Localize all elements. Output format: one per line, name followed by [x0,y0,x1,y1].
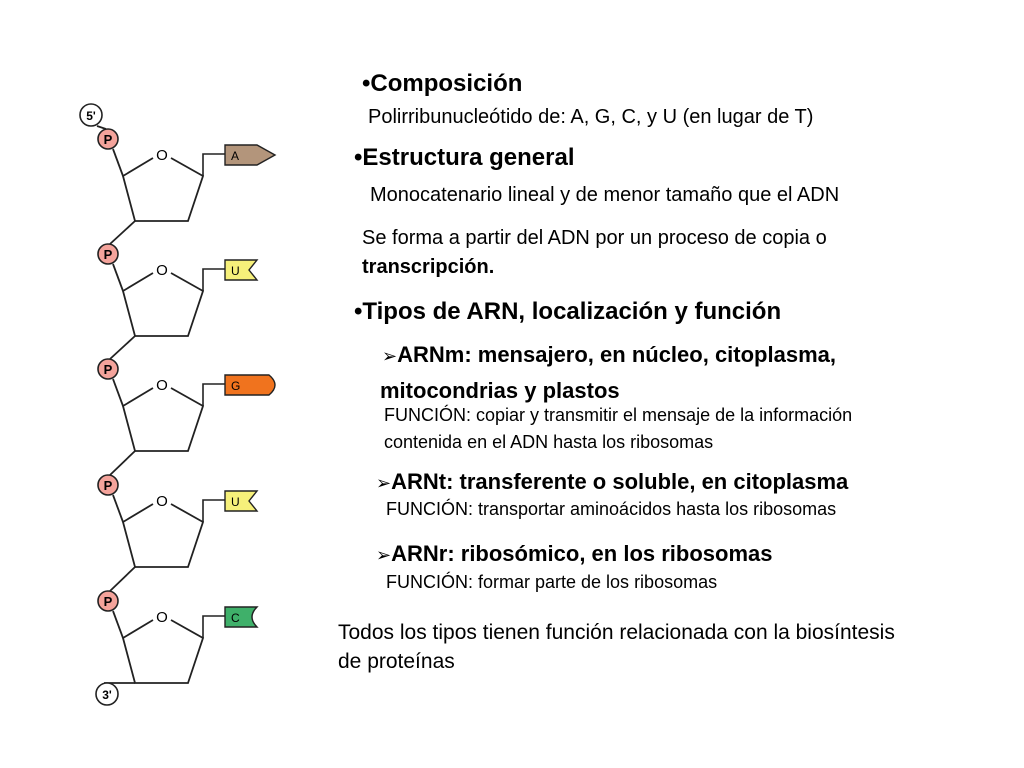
phosphate-bond [112,494,124,523]
phosphate-bond [112,263,124,292]
base-bond [202,153,225,176]
base-label: U [231,264,240,278]
arnm-title-line-1: ARNm: mensajero, en núcleo, citoplasma, [397,342,836,367]
phosphate-label: P [104,594,113,609]
nucleotide-unit: O P C [97,590,259,684]
estructura-heading: •Estructura general [354,144,574,172]
phosphate-circle [97,590,119,612]
phosphate-label: P [104,132,113,147]
nucleotide-unit: O P U [97,474,259,592]
base-label: G [231,379,240,393]
base-label: A [231,149,239,163]
tipos-title: Tipos de ARN, localización y función [362,298,782,325]
phosphate-bond [112,610,124,639]
tipos-heading: •Tipos de ARN, localización y función [354,298,781,326]
arrow-icon: ➢ [376,545,392,565]
arnt-title: ➢ARNt: transferente o soluble, en citopl… [376,469,848,495]
conclusion-line-1: Todos los tipos tienen función relaciona… [338,621,895,644]
sugar-ring [121,503,205,568]
nucleotide-unit: O P U [97,243,259,360]
base-shape [224,606,259,628]
arnr-func: FUNCIÓN: formar parte de los ribosomas [386,572,718,592]
three-prime-end: 3' [95,682,119,706]
arnm-title: ➢ARNm: mensajero, en núcleo, citoplasma, [382,342,836,368]
phosphate-label: P [104,247,113,262]
nucleotide-unit: O P G [97,358,276,476]
phosphate-circle [97,474,119,496]
base-bond [202,615,225,638]
sugar-ring [121,157,205,222]
composicion-heading: •Composición [362,70,522,98]
arnm-title-line-2: mitocondrias y plastos [380,378,620,403]
backbone-bond [109,450,136,476]
bullet: • [354,144,363,171]
phosphate-circle [97,243,119,265]
arnt-title-text: ARNt: transferente o soluble, en citopla… [391,469,849,494]
ring-oxygen-label: O [156,609,168,626]
five-prime-end: 5' [79,103,103,127]
base-shape [224,144,277,166]
estructura-line-1: Monocatenario lineal y de menor tamaño q… [370,184,840,206]
arnr-title: ➢ARNr: ribosómico, en los ribosomas [376,541,773,567]
arnm-func-line-2: contenida en el ADN hasta los ribosomas [384,432,714,452]
ring-oxygen-label: O [156,377,168,394]
phosphate-label: P [104,478,113,493]
estructura-title: Estructura general [362,144,575,171]
backbone-bond [109,220,136,245]
nucleotide-unit: O P A [96,125,277,245]
arrow-icon: ➢ [376,473,392,493]
composicion-body: Polirribunucleótido de: A, G, C, y U (en… [368,106,814,128]
phosphate-bond [112,378,124,407]
arnm-func-line-1: FUNCIÓN: copiar y transmitir el mensaje … [384,405,853,425]
five-prime-label: 5' [86,109,96,123]
sugar-ring [121,619,205,684]
arnr-title-text: ARNr: ribosómico, en los ribosomas [391,541,773,566]
base-shape [224,374,276,396]
backbone-bond [109,335,136,360]
phosphate-bond [112,148,124,177]
three-prime-label: 3' [102,688,112,702]
ring-oxygen-label: O [156,493,168,510]
arrow-icon: ➢ [382,346,398,366]
conclusion-line-2: de proteínas [338,650,455,673]
base-shape [224,490,259,512]
backbone-bond [109,566,136,592]
phosphate-label: P [104,362,113,377]
rna-strand-diagram: O P A O P U O P G O P U O P C 5' 3' [79,103,277,706]
base-label: C [231,611,240,625]
phosphate-circle [97,128,119,150]
estructura-line-2: Se forma a partir del ADN por un proceso… [362,227,827,249]
ring-oxygen-label: O [156,262,168,279]
base-bond [202,499,225,522]
sugar-ring [121,272,205,337]
bullet: • [362,70,371,97]
base-label: U [231,495,240,509]
ring-oxygen-label: O [156,147,168,164]
sugar-ring [121,387,205,452]
backbone-bond [96,125,107,130]
base-shape [224,259,259,281]
phosphate-circle [97,358,119,380]
bullet: • [354,298,363,325]
estructura-line-3: transcripción. [362,256,495,278]
composicion-title: Composición [370,70,523,97]
arnt-func: FUNCIÓN: transportar aminoácidos hasta l… [386,499,837,519]
base-bond [202,268,225,291]
base-bond [202,383,225,406]
